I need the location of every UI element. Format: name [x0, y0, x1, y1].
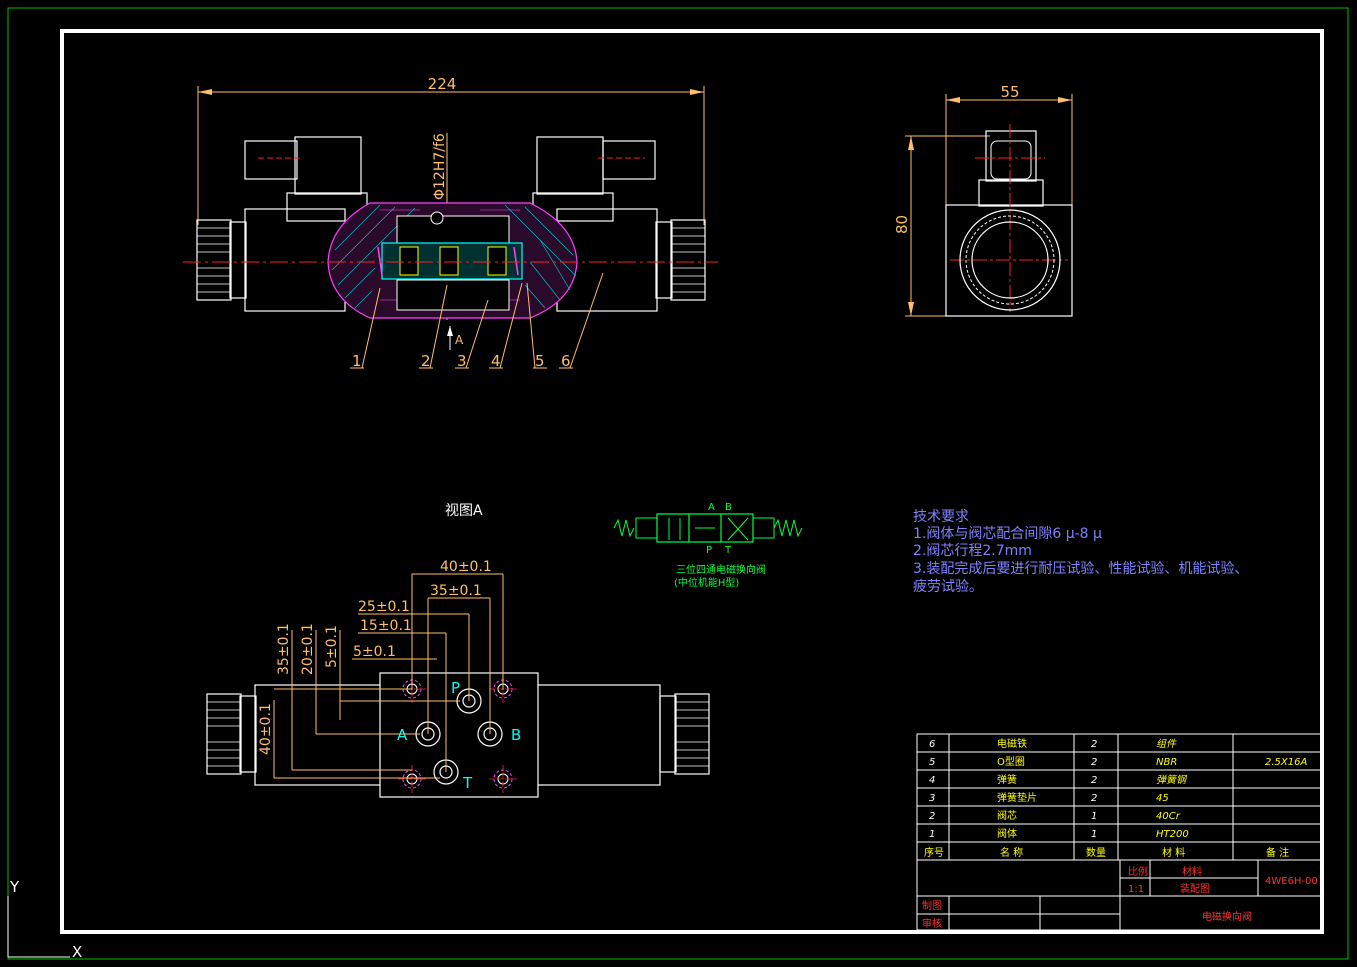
- bom-header-note: 备 注: [1266, 846, 1289, 859]
- tb-drawing-type: 装配图: [1180, 882, 1210, 895]
- bom-header-material: 材 料: [1162, 846, 1185, 859]
- dim-v-5: 5±0.1: [324, 625, 340, 668]
- dim-bore: Φ12H7/f6: [432, 133, 448, 200]
- bom-cell-no: 1: [929, 829, 935, 840]
- symbol-label-a: A: [708, 502, 715, 513]
- tech-requirements: 技术要求 1.阀体与阀芯配合间隙6 μ-8 μ 2.阀芯行程2.7mm 3.装配…: [913, 509, 1248, 595]
- dim-h-35: 35±0.1: [430, 583, 482, 599]
- symbol-caption-2: (中位机能H型): [674, 576, 739, 589]
- bom-cell-material: HT200: [1156, 829, 1189, 840]
- dim-v-35: 35±0.1: [276, 623, 292, 675]
- side-view: 55 80: [893, 83, 1073, 317]
- bom-cell-qty: 1: [1091, 811, 1097, 822]
- bom-cell-material: 45: [1156, 793, 1169, 804]
- bom-cell-no: 2: [929, 811, 935, 822]
- bom-cell-no: 3: [929, 793, 935, 804]
- bom-cell-name: 电磁铁: [997, 737, 1027, 750]
- tb-material-label: 材料: [1182, 865, 1202, 878]
- bom-cell-no: 4: [929, 775, 935, 786]
- valve-symbol: A B P T 三位四通电磁换向阀 (中位机能H型): [613, 502, 803, 589]
- title-block-text: 比例 1:1 材料 装配图 4WE6H-00 电磁换向阀 制图 审核: [922, 865, 1318, 930]
- tb-checked-by-label: 审核: [922, 917, 942, 930]
- dim-h-15: 15±0.1: [360, 618, 412, 634]
- bom-cell-material: 弹簧钢: [1156, 774, 1188, 786]
- tb-drawing-no: 4WE6H-00: [1265, 876, 1318, 887]
- symbol-caption-1: 三位四通电磁换向阀: [676, 563, 766, 576]
- bom-cell-material: NBR: [1156, 757, 1177, 768]
- view-a: 视图A: [206, 503, 710, 798]
- bom-cell-note: 2.5X16A: [1265, 757, 1307, 768]
- callout-1: 1: [352, 352, 362, 370]
- dim-h-40: 40±0.1: [440, 559, 492, 575]
- bom-cell-name: 弹簧垫片: [997, 791, 1037, 804]
- bom-header-qty: 数量: [1086, 846, 1106, 859]
- port-p: P: [451, 679, 460, 697]
- ucs-y-label: Y: [9, 878, 20, 896]
- ucs-icon: [7, 896, 70, 958]
- dim-v-20: 20±0.1: [300, 623, 316, 675]
- bom-cell-material: 40Cr: [1156, 811, 1181, 822]
- callout-4: 4: [491, 352, 501, 370]
- tech-title: 技术要求: [913, 509, 969, 525]
- dim-h-5: 5±0.1: [353, 644, 396, 660]
- symbol-label-p: P: [706, 545, 712, 556]
- port-a: A: [397, 726, 408, 744]
- bom-header-name: 名 称: [1000, 846, 1023, 859]
- dim-width: 55: [1000, 83, 1019, 101]
- bom-cell-qty: 2: [1091, 739, 1097, 750]
- drawing-border: [60, 29, 1324, 934]
- tb-scale-value: 1:1: [1128, 884, 1144, 895]
- tech-item-2: 2.阀芯行程2.7mm: [913, 543, 1032, 559]
- callout-2: 2: [421, 352, 431, 370]
- bom-cell-material: 组件: [1156, 738, 1177, 750]
- bom-cell-qty: 2: [1091, 775, 1097, 786]
- bom-cell-qty: 2: [1091, 757, 1097, 768]
- tech-item-4: 疲劳试验。: [913, 578, 983, 595]
- dim-h-25: 25±0.1: [358, 599, 410, 615]
- outer-frame: [7, 7, 1349, 960]
- bom-cell-no: 6: [929, 739, 935, 750]
- tech-item-1: 1.阀体与阀芯配合间隙6 μ-8 μ: [913, 526, 1102, 542]
- bom-table: [916, 733, 1322, 931]
- port-t: T: [462, 774, 473, 792]
- symbol-label-b: B: [725, 502, 732, 513]
- symbol-label-t: T: [724, 545, 732, 556]
- bom-cell-qty: 1: [1091, 829, 1097, 840]
- dim-v-40: 40±0.1: [258, 703, 274, 755]
- callout-5: 5: [535, 352, 545, 370]
- tb-drawing-name: 电磁换向阀: [1202, 910, 1252, 923]
- tb-drawn-by-label: 制图: [922, 899, 942, 912]
- dim-length: 224: [428, 75, 457, 93]
- view-arrow-label: A: [455, 333, 464, 347]
- bom-cell-name: 阀芯: [997, 809, 1017, 822]
- bom-cell-name: 弹簧: [997, 773, 1017, 786]
- ucs-x-label: X: [72, 943, 82, 961]
- bom-cell-qty: 2: [1091, 793, 1097, 804]
- bom-cell-name: O型圈: [997, 755, 1025, 768]
- callout-6: 6: [561, 352, 571, 370]
- bom-cell-no: 5: [929, 757, 935, 768]
- front-view: 224 Φ12H7/f6: [183, 75, 718, 370]
- bom-cell-name: 阀体: [997, 827, 1017, 840]
- port-b: B: [511, 726, 521, 744]
- dim-height: 80: [893, 215, 911, 234]
- bom-header-no: 序号: [924, 846, 944, 859]
- view-a-title: 视图A: [445, 503, 483, 519]
- callout-3: 3: [457, 352, 467, 370]
- tb-scale-label: 比例: [1128, 865, 1148, 878]
- tech-item-3: 3.装配完成后要进行耐压试验、性能试验、机能试验、: [913, 561, 1248, 577]
